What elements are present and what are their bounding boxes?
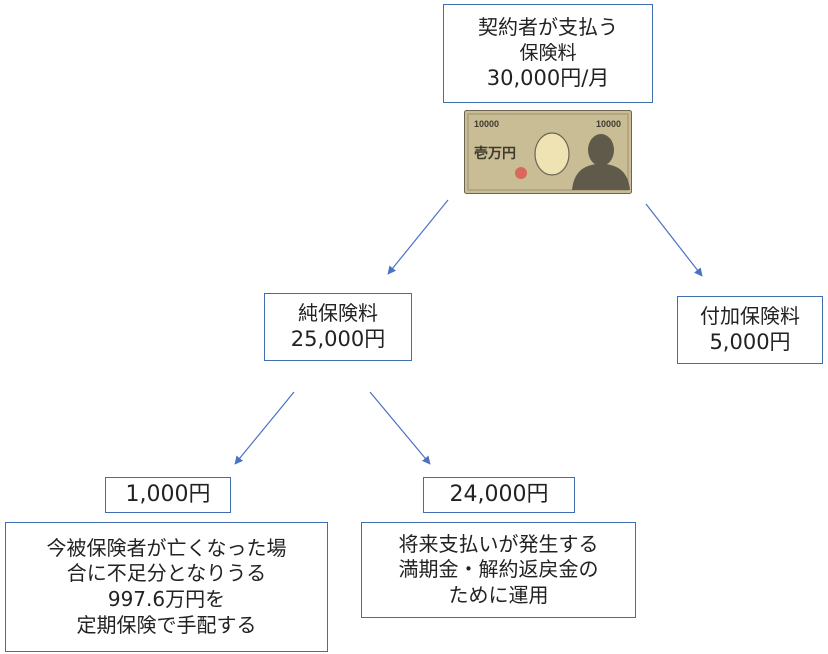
savings-description-line: 満期金・解約返戻金の (398, 557, 599, 582)
banknote-label: 壱万円 (474, 145, 516, 162)
term-description-box: 今被保険者が亡くなった場 合に不足分となりうる 997.6万円を 定期保険で手配… (5, 522, 328, 652)
pure-premium-amount: 25,000円 (290, 327, 386, 352)
savings-amount-box: 24,000円 (423, 477, 575, 513)
term-amount-box: 1,000円 (105, 477, 231, 513)
savings-description-line: ために運用 (448, 582, 549, 607)
loading-premium-box: 付加保険料 5,000円 (677, 296, 823, 364)
term-description-line: 定期保険で手配する (76, 612, 257, 637)
savings-description-line: 将来支払いが発生する (398, 531, 599, 556)
loading-premium-label: 付加保険料 (700, 303, 800, 328)
banknote-portrait-icon (572, 134, 630, 190)
arrow-to-loading-premium (645, 203, 703, 277)
banknote-image: 10000 10000 壱万円 (464, 110, 632, 194)
term-description-line: 997.6万円を (107, 587, 226, 611)
term-description-line: 今被保険者が亡くなった場 (46, 535, 287, 560)
arrow-to-pure-premium (387, 199, 449, 275)
total-premium-box: 契約者が支払う 保険料 30,000円/月 (443, 4, 653, 103)
total-premium-amount: 30,000円/月 (486, 66, 610, 91)
term-description-line: 合に不足分となりうる (66, 561, 267, 586)
pure-premium-label: 純保険料 (298, 300, 378, 325)
banknote-denomination-right: 10000 (596, 119, 621, 129)
pure-premium-box: 純保険料 25,000円 (264, 293, 412, 361)
term-amount: 1,000円 (125, 481, 211, 507)
banknote-seal (515, 167, 527, 179)
total-premium-line1: 契約者が支払う (478, 15, 618, 40)
savings-amount: 24,000円 (449, 481, 549, 507)
banknote-denomination-left: 10000 (474, 119, 499, 129)
savings-description-box: 将来支払いが発生する 満期金・解約返戻金の ために運用 (361, 522, 636, 618)
banknote-watermark-oval (534, 132, 570, 176)
arrow-to-term-amount (234, 391, 295, 465)
total-premium-line2: 保険料 (519, 41, 577, 64)
arrow-to-savings-amount (369, 391, 431, 465)
loading-premium-amount: 5,000円 (709, 330, 791, 355)
